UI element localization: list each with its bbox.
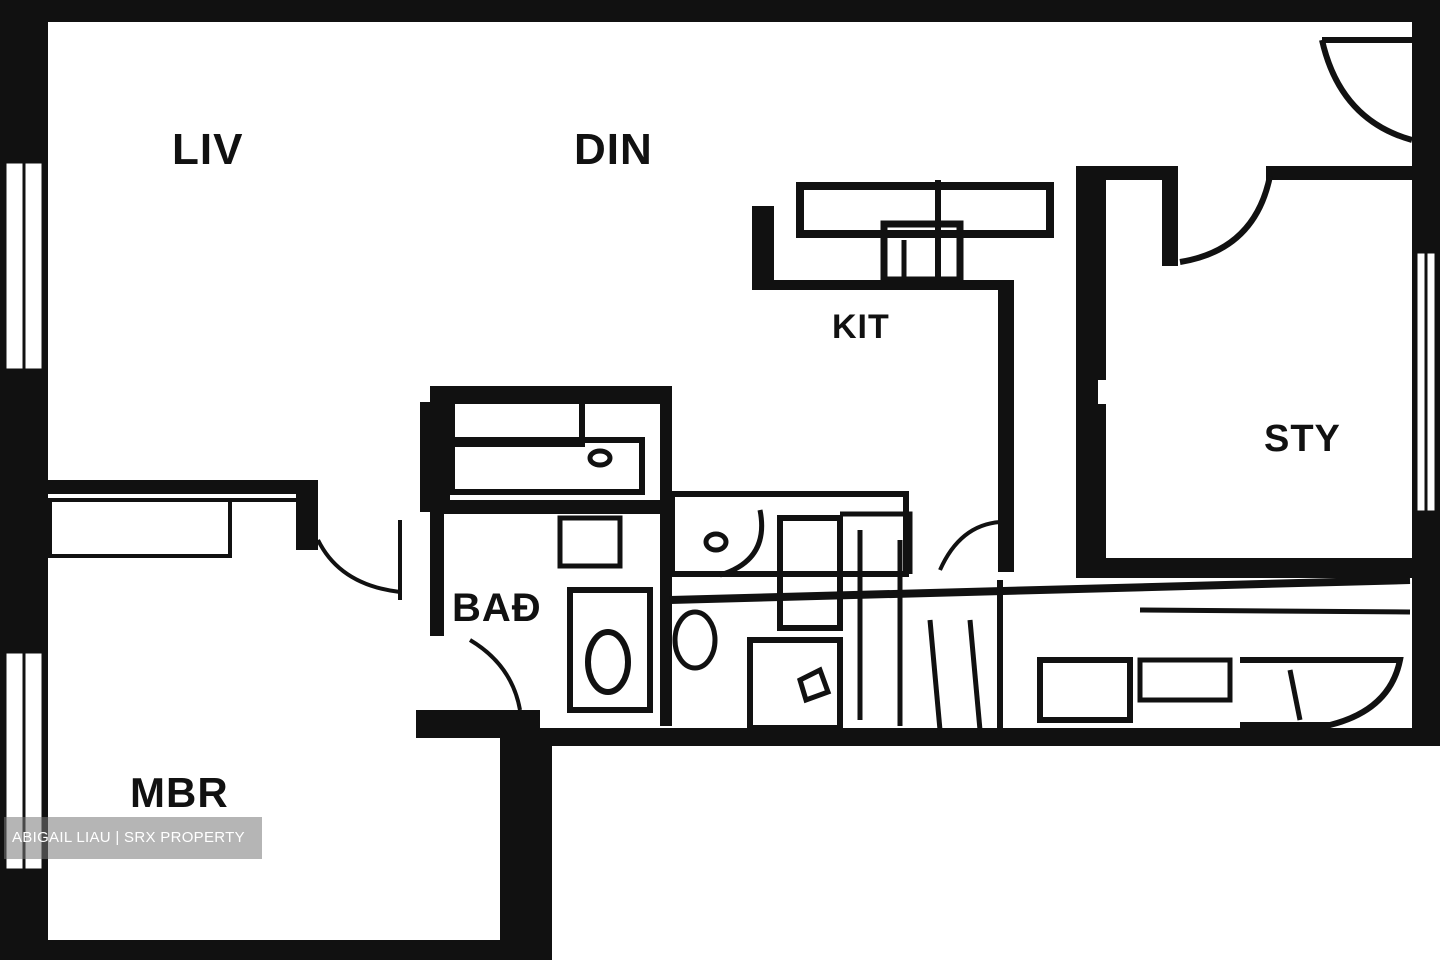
room-label-master-bedroom: MBR: [130, 769, 229, 816]
room-label-bath: BAĐ: [452, 586, 542, 630]
top-wall: [0, 0, 1440, 22]
service-area: [669, 491, 1411, 731]
watermark: ABIGAIL LIAU | SRX PROPERTY: [4, 817, 262, 859]
mbr-wardrobe: [48, 480, 318, 558]
bottom-wall-right: [540, 728, 1440, 746]
room-label-dining: DIN: [574, 125, 653, 174]
room-label-kitchen: KIT: [832, 308, 890, 346]
kitchen: [752, 180, 1054, 572]
bottom-wall-left: [0, 940, 552, 960]
room-label-living: LIV: [172, 125, 244, 174]
mbr-east-wall: [500, 728, 552, 960]
mbr-door: [316, 520, 402, 600]
bathroom: [416, 386, 672, 738]
entrance-door: [1319, 37, 1413, 143]
study: [1076, 166, 1412, 578]
room-label-study: STY: [1264, 418, 1341, 460]
right-window: [1414, 250, 1438, 514]
